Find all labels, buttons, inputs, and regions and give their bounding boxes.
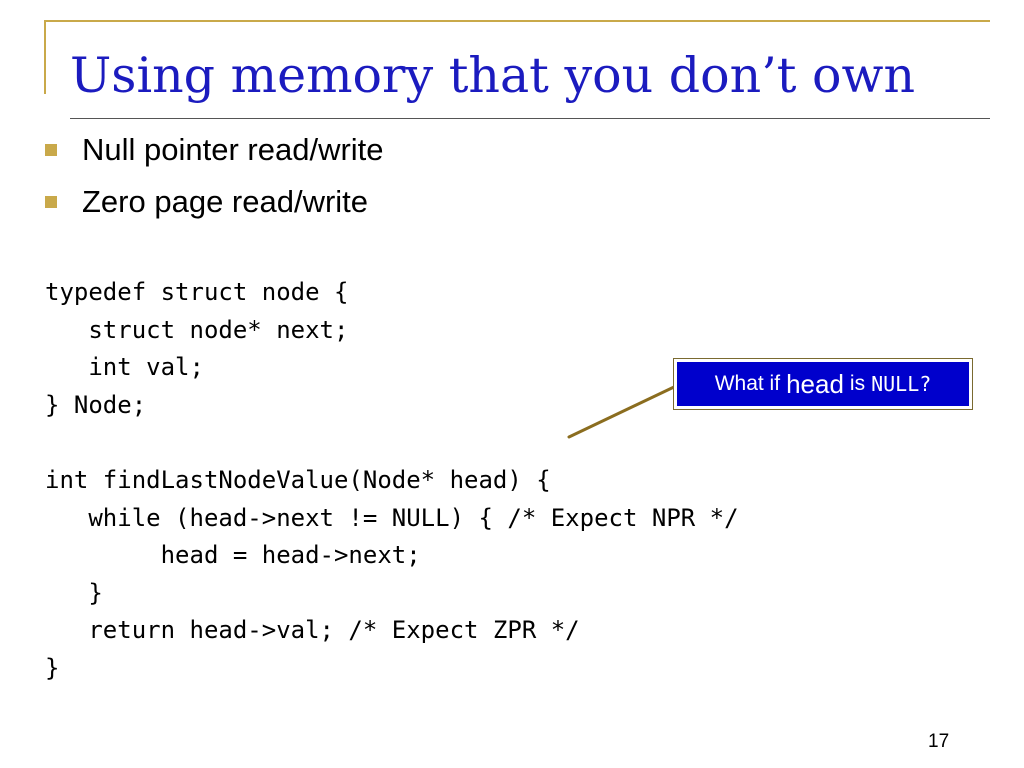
code-line: int val; (45, 353, 204, 382)
decorative-top-border (44, 20, 990, 22)
decorative-left-border (44, 20, 46, 94)
callout-null-code: NULL? (871, 372, 932, 396)
bullet-item: Null pointer read/write (45, 124, 384, 176)
callout-prefix: What if (714, 372, 781, 395)
bullet-list: Null pointer read/write Zero page read/w… (45, 124, 384, 228)
slide-page-number: 17 (928, 731, 950, 752)
code-line: } (45, 578, 103, 607)
code-line: head = head->next; (45, 541, 421, 570)
null-pointer-callout: What if head is NULL? (673, 358, 973, 410)
code-line: while (head->next != NULL) { /* Expect N… (45, 503, 739, 532)
slide-title: Using memory that you don’t own (70, 47, 916, 104)
code-line: return head->val; /* Expect ZPR */ (45, 616, 580, 645)
callout-middle: is (849, 372, 866, 395)
code-block: typedef struct node { struct node* next;… (45, 274, 739, 688)
bullet-text: Null pointer read/write (82, 132, 384, 167)
code-line: } Node; (45, 390, 147, 419)
square-bullet-icon (45, 196, 57, 208)
bullet-text: Zero page read/write (82, 184, 369, 219)
code-line: } (45, 653, 60, 682)
code-line: typedef struct node { (45, 278, 349, 306)
title-divider (70, 118, 990, 119)
code-line: struct node* next; (45, 315, 349, 344)
square-bullet-icon (45, 144, 57, 156)
bullet-item: Zero page read/write (45, 176, 384, 228)
code-line: int findLastNodeValue(Node* head) { (45, 465, 551, 494)
callout-head-emphasis: head (786, 368, 844, 399)
code-line-blank (45, 424, 739, 462)
